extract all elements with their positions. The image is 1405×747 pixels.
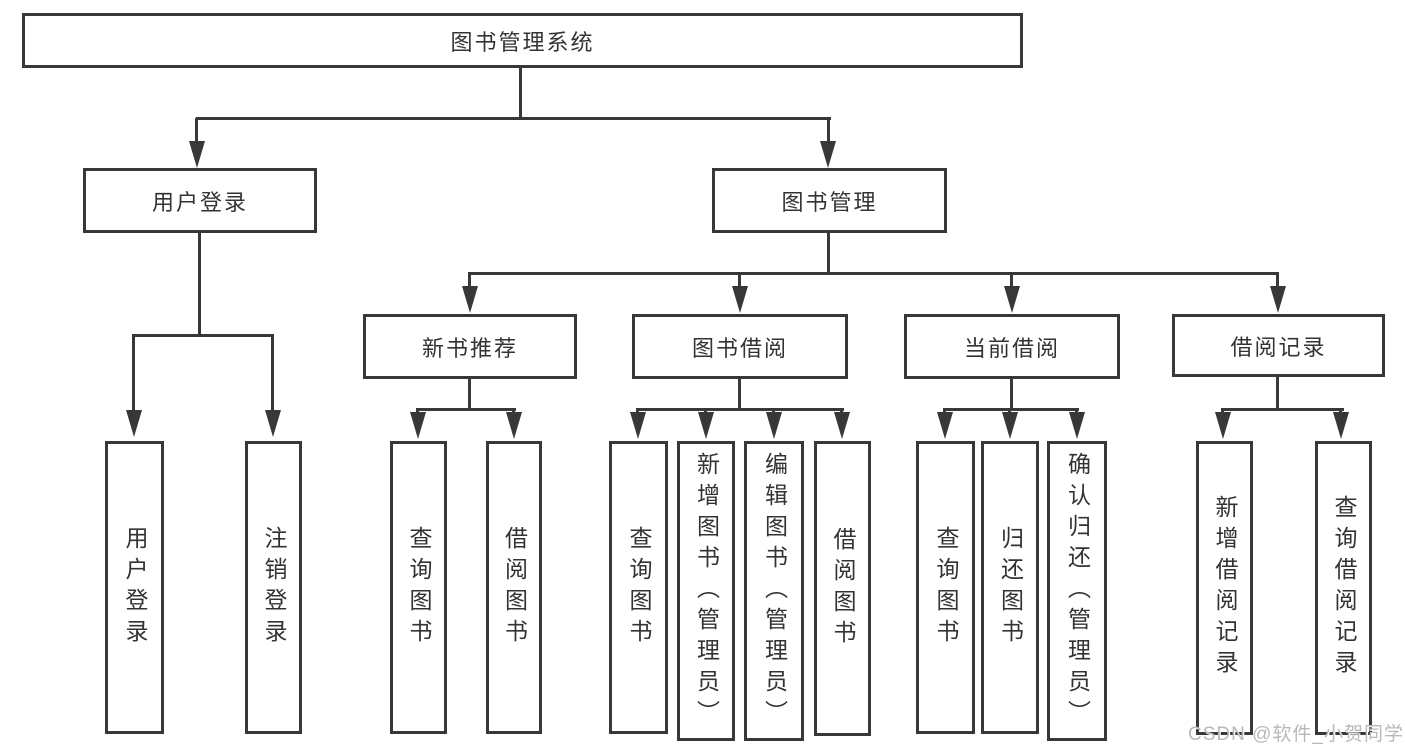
leaf-query-borrow-record-label: 查询借阅记录 (1331, 495, 1357, 681)
node-user-login-branch-label: 用户登录 (151, 189, 248, 215)
arrow-borrow-borrow (834, 412, 850, 439)
arrow-borrow-add (698, 412, 714, 439)
leaf-edit-book-admin: 编辑图书（管理员） (744, 441, 804, 741)
leaf-query-books-current-label: 查询图书 (933, 525, 959, 650)
node-book-mgmt-branch-label: 图书管理 (781, 189, 878, 215)
arrow-current-confirm (1069, 412, 1085, 439)
node-root: 图书管理系统 (22, 13, 1023, 68)
leaf-query-books-borrow: 查询图书 (609, 441, 668, 734)
leaf-confirm-return-admin-label: 确认归还（管理员） (1064, 451, 1091, 731)
connector-root-rail (196, 117, 831, 120)
leaf-user-login: 用户登录 (105, 441, 164, 734)
leaf-query-books-recommend-label: 查询图书 (406, 525, 432, 650)
leaf-add-borrow-record: 新增借阅记录 (1196, 441, 1253, 735)
connector-mgmt-trunk (827, 233, 830, 274)
leaf-borrow-books-recommend-label: 借阅图书 (501, 525, 528, 650)
arrow-leaf-logout (265, 410, 281, 437)
node-borrow-records-label: 借阅记录 (1230, 334, 1327, 360)
leaf-logout-label: 注销登录 (261, 525, 287, 650)
leaf-borrow-books-recommend: 借阅图书 (486, 441, 542, 734)
arrow-book-mgmt (820, 141, 836, 168)
connector-recommend-trunk (468, 379, 471, 410)
connector-borrow-rail (636, 408, 844, 411)
leaf-return-books: 归还图书 (981, 441, 1039, 734)
leaf-query-books-borrow-label: 查询图书 (626, 525, 652, 650)
connector-stem-leaf-logout (271, 336, 274, 412)
connector-recommend-rail (416, 408, 516, 411)
arrow-module-recommend (462, 286, 478, 313)
arrow-leaf-login (126, 410, 142, 437)
leaf-borrow-books-borrow-label: 借阅图书 (830, 526, 856, 651)
connector-stem-module-current (1010, 273, 1013, 288)
node-book-borrow: 图书借阅 (632, 314, 848, 379)
arrow-records-query (1333, 412, 1349, 439)
connector-records-trunk (1276, 377, 1279, 408)
connector-user-rail (132, 334, 274, 337)
csdn-watermark: CSDN @软件_小贺同学 (1188, 724, 1404, 745)
arrow-borrow-query (630, 412, 646, 439)
arrow-current-return (1002, 412, 1018, 439)
leaf-add-book-admin: 新增图书（管理员） (677, 441, 735, 741)
connector-stem-book-mgmt (827, 118, 830, 144)
leaf-add-book-admin-label: 新增图书（管理员） (693, 451, 720, 731)
arrow-borrow-edit (766, 412, 782, 439)
arrow-user-login (189, 141, 205, 168)
node-book-borrow-label: 图书借阅 (691, 335, 788, 361)
node-root-label: 图书管理系统 (450, 29, 595, 55)
node-current-borrow-label: 当前借阅 (963, 335, 1060, 361)
connector-current-rail (943, 408, 1079, 411)
connector-stem-module-borrow (738, 273, 741, 288)
leaf-confirm-return-admin: 确认归还（管理员） (1047, 441, 1107, 741)
leaf-query-books-recommend: 查询图书 (390, 441, 447, 734)
node-current-borrow: 当前借阅 (904, 314, 1120, 379)
connector-stem-user-login (195, 118, 198, 144)
connector-stem-leaf-login (132, 336, 135, 412)
arrow-module-records (1270, 286, 1286, 313)
connector-current-trunk (1010, 379, 1013, 410)
connector-borrow-trunk (738, 379, 741, 410)
leaf-edit-book-admin-label: 编辑图书（管理员） (761, 451, 788, 731)
leaf-return-books-label: 归还图书 (997, 525, 1024, 650)
node-borrow-records: 借阅记录 (1172, 314, 1385, 377)
connector-stem-module-records (1276, 273, 1279, 288)
connector-records-rail (1221, 408, 1344, 411)
arrow-module-borrow (732, 286, 748, 313)
node-user-login-branch: 用户登录 (83, 168, 317, 233)
connector-user-trunk (198, 233, 201, 336)
connector-root-trunk (519, 68, 522, 118)
leaf-query-books-current: 查询图书 (916, 441, 975, 734)
leaf-query-borrow-record: 查询借阅记录 (1315, 441, 1372, 735)
arrow-records-add (1215, 412, 1231, 439)
leaf-add-borrow-record-label: 新增借阅记录 (1212, 495, 1238, 681)
leaf-user-login-label: 用户登录 (122, 525, 148, 650)
arrow-module-current (1004, 286, 1020, 313)
node-book-mgmt-branch: 图书管理 (712, 168, 947, 233)
arrow-recommend-query (410, 412, 426, 439)
arrow-recommend-borrow (506, 412, 522, 439)
arrow-current-query (937, 412, 953, 439)
leaf-logout: 注销登录 (245, 441, 302, 734)
connector-stem-module-recommend (468, 273, 471, 288)
node-new-book-recommend-label: 新书推荐 (421, 335, 518, 361)
leaf-borrow-books-borrow: 借阅图书 (814, 441, 871, 736)
connector-mgmt-rail (468, 272, 1279, 275)
node-new-book-recommend: 新书推荐 (363, 314, 577, 379)
